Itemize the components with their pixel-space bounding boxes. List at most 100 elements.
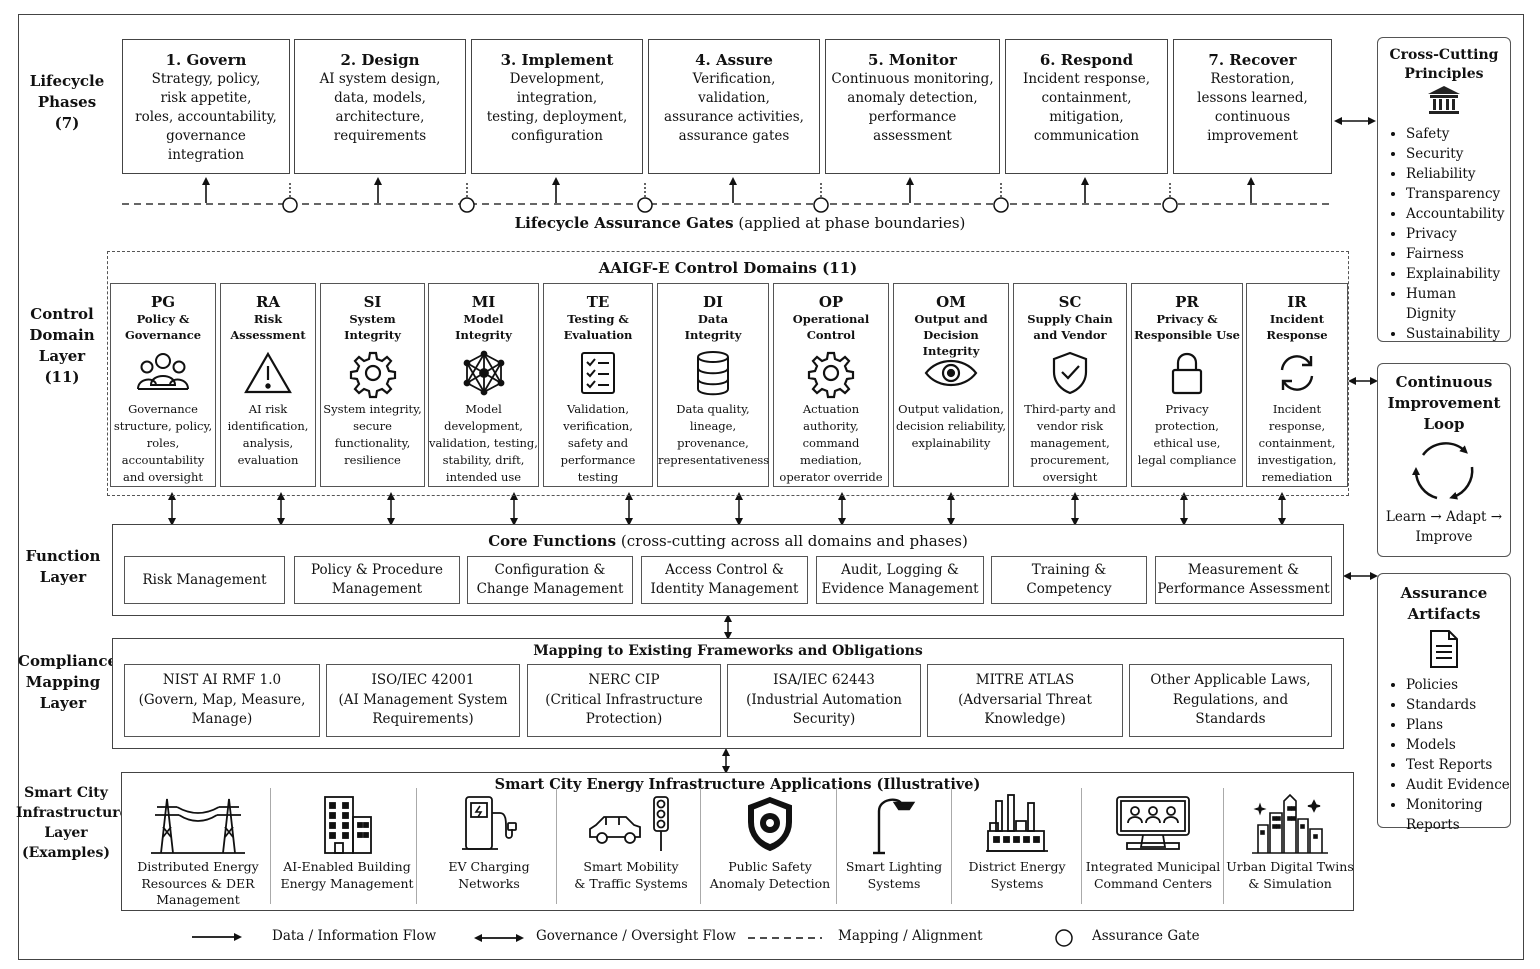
application-item: District Energy Systems — [953, 789, 1081, 909]
domain-code: SI — [363, 293, 382, 311]
lock-icon — [1132, 345, 1242, 401]
phase-desc: Development, integration, testing, deplo… — [486, 71, 628, 144]
domain-code: RA — [255, 293, 281, 311]
application-label: Urban Digital Twins & Simulation — [1226, 859, 1354, 891]
list-item: Human Dignity — [1406, 284, 1510, 324]
list-item: Security — [1406, 144, 1510, 164]
application-separator — [700, 788, 701, 904]
refresh-icon — [1247, 345, 1347, 401]
list-item: Transparency — [1406, 184, 1510, 204]
compliance-mapping-box — [112, 638, 1344, 749]
domain-name: Risk Assessment — [230, 312, 306, 342]
artifacts-panel: Assurance Artifacts PoliciesStandardsPla… — [1377, 573, 1511, 833]
core-function-item: Measurement & Performance Assessment — [1155, 556, 1332, 604]
domain-desc: Validation, verification, safety and per… — [560, 402, 636, 484]
list-item: Fairness — [1406, 244, 1510, 264]
eye-icon — [894, 345, 1008, 401]
domain-desc: Model development, validation, testing, … — [429, 402, 538, 484]
artifacts-title: Assurance Artifacts — [1400, 584, 1488, 623]
mapping-item-isa: ISA/IEC 62443 (Industrial Automation Sec… — [727, 664, 921, 737]
list-item: Standards — [1406, 695, 1510, 715]
principles-list: SafetySecurityReliabilityTransparencyAcc… — [1378, 124, 1510, 344]
phase-title: 2. Design — [340, 51, 420, 69]
improvement-title: Continuous Improvement Loop — [1387, 373, 1501, 433]
legend-mapping: Mapping / Alignment — [838, 928, 983, 944]
document-icon — [1378, 629, 1510, 673]
factory-icon — [953, 789, 1081, 859]
mapping-item-iso: ISO/IEC 42001 (AI Management System Requ… — [326, 664, 520, 737]
phase-title: 4. Assure — [695, 51, 773, 69]
domain-desc: Privacy protection, ethical use, legal c… — [1137, 402, 1237, 467]
gates-label: Lifecycle Assurance Gates (applied at ph… — [514, 214, 966, 232]
diagram-frame — [18, 14, 1524, 960]
domain-name: Incident Response — [1266, 312, 1328, 342]
phase-desc: Continuous monitoring, anomaly detection… — [831, 71, 994, 144]
list-item: Sustainability — [1406, 324, 1510, 344]
phase-desc: Restoration, lessons learned, continuous… — [1197, 71, 1308, 144]
application-item: Integrated Municipal Command Centers — [1083, 789, 1223, 909]
car-traffic-light-icon — [558, 789, 704, 859]
phase-title: 3. Implement — [500, 51, 614, 69]
domain-function-arrows — [168, 492, 1286, 774]
core-function-item: Training & Competency — [991, 556, 1147, 604]
core-functions-box — [112, 524, 1344, 616]
phase-up-arrows — [202, 177, 1255, 203]
phase-title: 6. Respond — [1039, 51, 1134, 69]
assurance-gates — [282, 197, 1178, 213]
legend-symbols — [192, 929, 1073, 947]
legend-governance-flow: Governance / Oversight Flow — [536, 928, 736, 944]
domain-code: OP — [818, 293, 844, 311]
core-function-item: Risk Management — [124, 556, 285, 604]
legend-data-flow: Data / Information Flow — [272, 928, 437, 944]
institution-icon — [1378, 84, 1510, 120]
list-item: Explainability — [1406, 264, 1510, 284]
network-icon — [429, 345, 538, 401]
application-label: Public Safety Anomaly Detection — [709, 859, 831, 891]
phase-desc: Incident response, containment, mitigati… — [1023, 71, 1150, 144]
application-item: Public Safety Anomaly Detection — [703, 789, 837, 909]
application-separator — [951, 788, 952, 904]
domain-name: Model Integrity — [455, 312, 512, 342]
artifacts-list: PoliciesStandardsPlansModelsTest Reports… — [1378, 675, 1510, 835]
domain-desc: Governance structure, policy, roles, acc… — [113, 402, 213, 484]
list-item: Test Reports — [1406, 755, 1510, 775]
control-domains-title: AAIGF-E Control Domains (11) — [598, 259, 858, 277]
domain-desc: AI risk identification, analysis, evalua… — [227, 402, 309, 467]
phase-title: 7. Recover — [1208, 51, 1297, 69]
application-item: AI-Enabled Building Energy Management — [274, 789, 420, 909]
legend-gate: Assurance Gate — [1092, 928, 1200, 944]
application-item: Smart Mobility & Traffic Systems — [558, 789, 704, 909]
application-separator — [836, 788, 837, 904]
domain-code: IR — [1287, 293, 1307, 311]
application-item: EV Charging Networks — [420, 789, 558, 909]
domain-name: System Integrity — [344, 312, 401, 342]
application-item: Urban Digital Twins & Simulation — [1226, 789, 1354, 909]
compliance-mapping-title: Mapping to Existing Frameworks and Oblig… — [533, 643, 923, 659]
list-item: Models — [1406, 735, 1510, 755]
list-item: Plans — [1406, 715, 1510, 735]
application-item: Distributed Energy Resources & DER Manag… — [125, 789, 271, 909]
mapping-item-mitre: MITRE ATLAS (Adversarial Threat Knowledg… — [927, 664, 1123, 737]
improvement-panel: Continuous Improvement Loop Learn → Adap… — [1377, 363, 1511, 557]
mapping-item-nerc: NERC CIP (Critical Infrastructure Protec… — [527, 664, 721, 737]
domain-desc: Incident response, containment, investig… — [1257, 402, 1337, 484]
domain-desc: Actuation authority, command mediation, … — [779, 402, 883, 484]
side-arrows — [1334, 117, 1378, 580]
application-label: Integrated Municipal Command Centers — [1085, 859, 1221, 891]
core-function-item: Policy & Procedure Management — [294, 556, 460, 604]
